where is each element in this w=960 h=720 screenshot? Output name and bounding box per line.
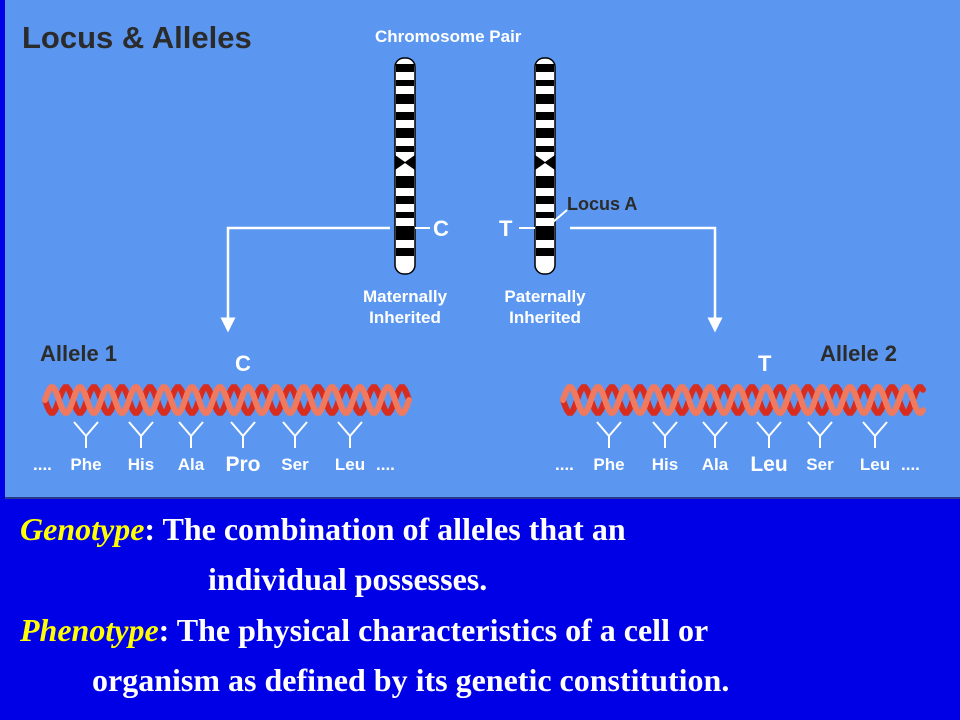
allele1-label: Allele 1: [40, 341, 117, 366]
codon-connector: [756, 421, 782, 448]
phenotype-definition-cont: organism as defined by its genetic const…: [92, 662, 730, 698]
codon-connector: [337, 421, 363, 448]
allele1-aa-4: Pro: [225, 453, 260, 476]
allele1-aa-3: Ala: [178, 455, 205, 474]
allele2-aa-6: Leu: [860, 455, 890, 474]
allele2-dna-helix: [560, 384, 926, 416]
helix-strand: [42, 384, 412, 416]
allele2-suffix: ....: [901, 455, 920, 474]
maternal-chromosome: [394, 57, 416, 275]
locus-a-label: Locus A: [567, 194, 637, 214]
codon-connector: [862, 421, 888, 448]
allele1-codon-connectors: [73, 421, 363, 448]
maternal-label-line2: Inherited: [369, 308, 441, 327]
codon-connector: [128, 421, 154, 448]
allele1-aa-2: His: [128, 455, 154, 474]
allele2-label: Allele 2: [820, 341, 897, 366]
allele1-aa-5: Ser: [281, 455, 309, 474]
phenotype-text-line1: : The physical characteristics of a cell…: [158, 612, 709, 648]
codon-connector: [652, 421, 678, 448]
allele2-codon-connectors: [596, 421, 888, 448]
paternal-locus-base: T: [499, 216, 513, 241]
maternal-arrow: [220, 226, 390, 333]
allele1-dna-helix: [42, 384, 412, 416]
codon-connector: [73, 421, 99, 448]
chromosome-pair-label: Chromosome Pair: [375, 27, 522, 46]
paternal-label-line1: Paternally: [504, 287, 586, 306]
genotype-definition-cont: individual possesses.: [208, 561, 488, 597]
allele2-aa-4: Leu: [750, 453, 787, 476]
codon-connector: [178, 421, 204, 448]
allele2-aa-1: Phe: [593, 455, 624, 474]
helix-strand: [560, 384, 926, 416]
allele2-aa-2: His: [652, 455, 678, 474]
paternal-label-line2: Inherited: [509, 308, 581, 327]
diagram-title: Locus & Alleles: [22, 20, 252, 55]
maternal-label-line1: Maternally: [363, 287, 448, 306]
allele1-suffix: ....: [376, 455, 395, 474]
allele1-base: C: [235, 351, 251, 376]
allele1-aa-6: Leu: [335, 455, 365, 474]
allele2-aa-5: Ser: [806, 455, 834, 474]
locus-a-pointer: [552, 209, 568, 223]
codon-connector: [807, 421, 833, 448]
codon-connector: [230, 421, 256, 448]
allele1-prefix: ....: [33, 455, 52, 474]
definitions-section: Genotype: The combination of alleles tha…: [0, 497, 960, 720]
phenotype-term: Phenotype: [20, 612, 159, 648]
allele2-base: T: [758, 351, 772, 376]
locus-alleles-diagram: Locus & Alleles Chromosome Pair: [5, 0, 960, 499]
codon-connector: [702, 421, 728, 448]
diagram-canvas: Locus & Alleles Chromosome Pair: [22, 20, 926, 476]
paternal-chromosome: [534, 57, 556, 275]
codon-connector: [282, 421, 308, 448]
allele2-prefix: ....: [555, 455, 574, 474]
paternal-arrow: [570, 226, 723, 333]
maternal-locus-base: C: [433, 216, 449, 241]
allele2-aa-3: Ala: [702, 455, 729, 474]
phenotype-definition: Phenotype: The physical characteristics …: [20, 612, 708, 649]
helix-strand: [560, 384, 926, 416]
genotype-term: Genotype: [20, 511, 145, 547]
genotype-definition: Genotype: The combination of alleles tha…: [20, 511, 626, 548]
codon-connector: [596, 421, 622, 448]
genotype-text-line1: : The combination of alleles that an: [144, 511, 626, 547]
allele1-aa-1: Phe: [70, 455, 101, 474]
